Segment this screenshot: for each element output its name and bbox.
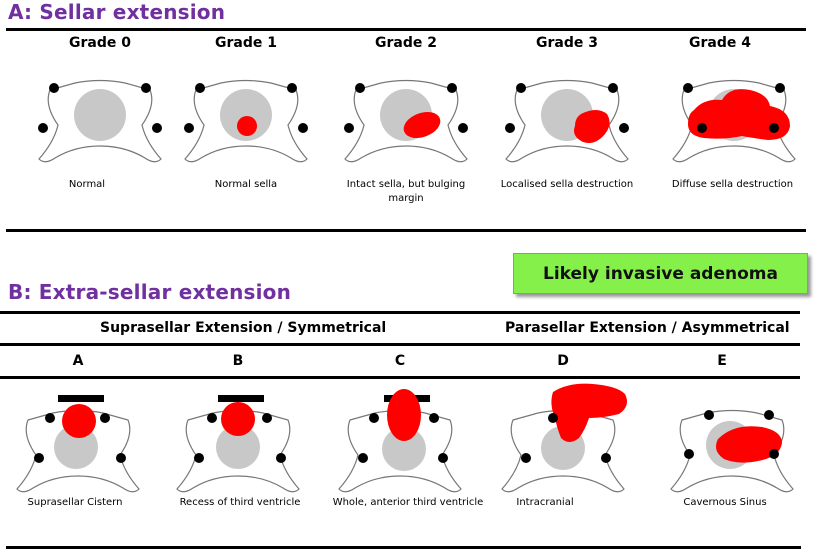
grade-2-diagram — [344, 79, 468, 163]
tumor-mark — [237, 116, 257, 136]
tumor-mark — [716, 426, 782, 463]
type-b-caption: Recess of third ventricle — [179, 497, 301, 508]
type-e-label: E — [717, 353, 727, 369]
grade-3-label: Grade 3 — [536, 35, 598, 51]
tumor-mark — [221, 402, 255, 436]
section-b-title: B: Extra-sellar extension — [8, 280, 292, 304]
section-b-bottom-rule — [6, 546, 801, 549]
type-e-diagram — [670, 409, 794, 493]
type-e-caption: Cavernous Sinus — [683, 497, 767, 508]
grade-0-caption: Normal — [68, 179, 106, 190]
grade-0-diagram — [38, 79, 162, 163]
type-b-diagram — [176, 395, 300, 493]
section-a-title: A: Sellar extension — [8, 0, 226, 24]
type-c-label: C — [394, 353, 406, 369]
types-rule — [0, 376, 800, 379]
type-c-diagram — [338, 389, 462, 493]
grade-4-diagram — [672, 79, 796, 163]
section-b-top-rule — [0, 311, 800, 314]
grade-4-label: Grade 4 — [689, 35, 751, 51]
suprasellar-group-label: Suprasellar Extension / Symmetrical — [100, 320, 387, 336]
grade-1-caption: Normal sella — [214, 179, 278, 190]
grade-2-label: Grade 2 — [375, 35, 437, 51]
grade-2-caption: Intact sella, but bulging margin — [346, 179, 466, 204]
grade-3-diagram — [505, 79, 629, 163]
group-rule — [0, 343, 800, 346]
type-d-diagram — [501, 383, 627, 493]
grade-1-diagram — [184, 79, 308, 163]
invasive-adenoma-badge: Likely invasive adenoma — [513, 253, 808, 294]
grade-1-label: Grade 1 — [215, 35, 277, 51]
type-d-label: D — [557, 353, 569, 369]
grade-4-caption: Diffuse sella destruction — [671, 179, 794, 190]
type-a-caption: Suprasellar Cistern — [27, 497, 123, 508]
type-a-diagram — [16, 395, 140, 493]
tumor-mark — [551, 383, 627, 442]
parasellar-group-label: Parasellar Extension / Asymmetrical — [505, 320, 790, 336]
tumor-mark — [403, 111, 441, 139]
type-a-label: A — [72, 353, 84, 369]
tumor-mark — [574, 110, 610, 143]
tumor-mark — [688, 89, 790, 140]
type-d-caption: Intracranial — [516, 497, 574, 508]
type-c-caption: Whole, anterior third ventricle — [332, 497, 484, 508]
grade-3-caption: Localised sella destruction — [500, 179, 634, 190]
section-a-top-rule — [6, 28, 806, 31]
type-b-label: B — [232, 353, 244, 369]
grade-0-label: Grade 0 — [69, 35, 131, 51]
tumor-mark — [62, 404, 96, 438]
tumor-mark — [387, 389, 421, 441]
section-a-bottom-rule — [6, 229, 806, 232]
